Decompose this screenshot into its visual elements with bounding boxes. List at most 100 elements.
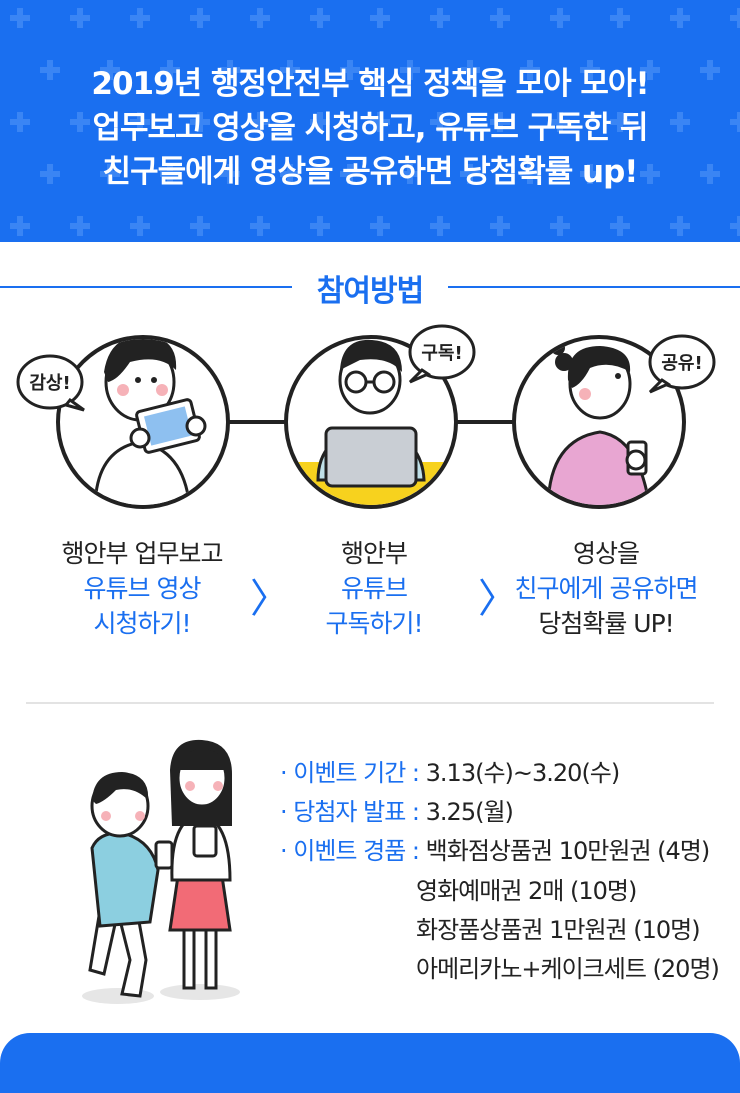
step-2-line-2: 유튜브 [340,574,408,603]
plus-icon [130,216,150,236]
step-2-bubble-text: 구독! [421,343,462,364]
plus-icon [70,112,90,132]
plus-icon [430,112,450,132]
step-1-description: 행안부 업무보고 유튜브 영상 시청하기! [32,536,252,641]
banner-line-1: 2019년 행정안전부 핵심 정책을 모아 모아! [91,66,649,102]
section-line-left [0,286,292,288]
banner-line-2: 업무보고 영상을 시청하고, 유튜브 구독한 뒤 [92,110,648,146]
prize-item: 영화예매권 2매 (10명) [416,877,637,905]
plus-icon [700,164,720,184]
boy-figure [88,772,174,998]
plus-icon [130,112,150,132]
plus-icon [280,60,300,80]
step-3-line-3: 당첨확률 UP! [538,609,674,638]
banner-text: 2019년 행정안전부 핵심 정책을 모아 모아! 업무보고 영상을 시청하고,… [0,62,740,194]
plus-icon [190,216,210,236]
plus-icon [400,60,420,80]
plus-icon [520,164,540,184]
plus-icon [550,8,570,28]
couple-illustration [82,739,240,1004]
step-2-line-1: 행안부 [340,539,408,568]
event-prize-label: · 이벤트 경품 : [280,837,420,865]
step-1-line-2: 유튜브 영상 [83,574,202,603]
plus-icon [580,60,600,80]
plus-icon [220,60,240,80]
plus-icon [10,216,30,236]
girl-figure [168,739,232,990]
plus-icon [490,216,510,236]
plus-icon [10,8,30,28]
plus-icon [700,60,720,80]
section-header: 참여방법 [0,262,740,312]
plus-icon [520,60,540,80]
plus-icon [490,8,510,28]
step-3-line-2: 친구에게 공유하면 [514,574,699,603]
event-prize-row: · 이벤트 경품 : 백화점상품권 10만원권 (4명) [280,831,711,866]
plus-icon [160,164,180,184]
plus-icon [10,112,30,132]
event-period-value: 3.13(수)~3.20(수) [425,759,621,787]
step-2-line-3: 구독하기! [325,609,423,638]
prize-item: 아메리카노+케이크세트 (20명) [416,955,720,983]
step-3-description: 영상을 친구에게 공유하면 당첨확률 UP! [496,536,716,641]
plus-icon [250,112,270,132]
plus-icon [100,60,120,80]
plus-icon [670,216,690,236]
plus-icon [160,60,180,80]
plus-icon [640,60,660,80]
step-1-line-1: 행안부 업무보고 [61,539,224,568]
plus-icon [250,8,270,28]
plus-icon [610,112,630,132]
plus-icon [40,60,60,80]
winner-announce-label: · 당첨자 발표 : [280,798,420,826]
step-1-bubble-text: 감상! [29,373,70,394]
event-period-label: · 이벤트 기간 : [280,759,420,787]
plus-icon [580,164,600,184]
plus-icon [610,8,630,28]
chevron-right-icon: 〉 [250,576,290,622]
plus-icon [190,112,210,132]
plus-icon [310,8,330,28]
plus-icon [460,60,480,80]
event-prize-value: 백화점상품권 10만원권 (4명) [425,837,711,865]
plus-icon [730,8,740,28]
plus-pattern-decoration [10,8,740,236]
step-2-speech-bubble: 구독! [408,324,476,384]
plus-icon [730,112,740,132]
plus-icon [670,8,690,28]
section-title: 참여방법 [316,274,424,309]
plus-icon [460,164,480,184]
plus-icon [220,164,240,184]
plus-icon [70,8,90,28]
plus-icon [100,164,120,184]
winner-announce-value: 3.25(월) [425,798,514,826]
plus-icon [430,216,450,236]
plus-icon [550,216,570,236]
plus-icon [370,216,390,236]
plus-icon [430,8,450,28]
plus-icon [130,8,150,28]
plus-icon [610,216,630,236]
step-3-speech-bubble: 공유! [648,334,716,394]
plus-icon [310,112,330,132]
plus-icon [280,164,300,184]
plus-icon [400,164,420,184]
plus-icon [370,112,390,132]
banner-line-3: 친구들에게 영상을 공유하면 당첨확률 up! [102,154,639,190]
step-3-bubble-text: 공유! [661,353,702,374]
plus-icon [190,8,210,28]
event-period-row: · 이벤트 기간 : 3.13(수)~3.20(수) [280,753,621,788]
step-3-line-1: 영상을 [572,539,640,568]
winner-announce-row: · 당첨자 발표 : 3.25(월) [280,792,514,827]
step-3-illustration [512,335,686,509]
step-1-illustration [56,335,230,509]
section-line-right [448,286,740,288]
plus-icon [550,112,570,132]
plus-icon [640,164,660,184]
plus-icon [340,164,360,184]
prize-item: 화장품상품권 1만원권 (10명) [416,916,701,944]
step-2-description: 행안부 유튜브 구독하기! [264,536,484,641]
top-banner: 2019년 행정안전부 핵심 정책을 모아 모아! 업무보고 영상을 시청하고,… [0,0,740,242]
step-1-line-3: 시청하기! [93,609,191,638]
plus-icon [40,164,60,184]
